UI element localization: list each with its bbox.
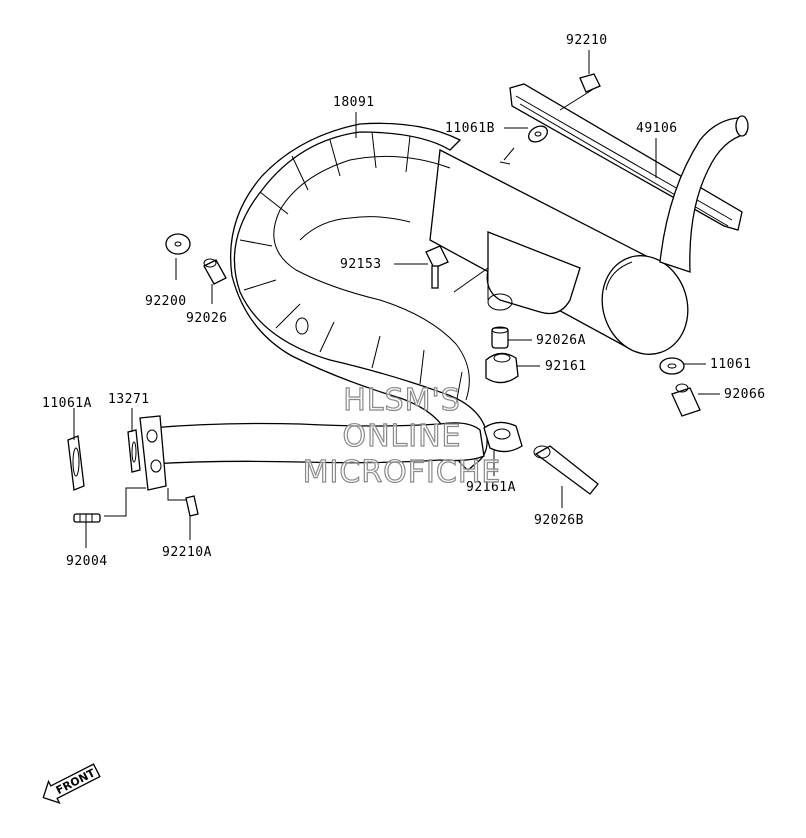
gasket-11061a xyxy=(67,435,85,491)
part-label-92161a: 92161A xyxy=(466,480,516,495)
plug-92066 xyxy=(671,383,701,417)
collar-92026a xyxy=(491,326,509,349)
part-label-92153: 92153 xyxy=(340,257,382,272)
gasket-13271 xyxy=(127,429,141,473)
grommet-92161 xyxy=(485,352,519,384)
washer-11061b xyxy=(528,125,548,143)
watermark-line-2: ONLINE xyxy=(342,419,461,454)
part-label-92004: 92004 xyxy=(66,554,108,569)
part-label-92200: 92200 xyxy=(145,294,187,309)
stud-92004 xyxy=(73,513,101,523)
washer-92200 xyxy=(165,233,191,255)
part-label-92026: 92026 xyxy=(186,311,228,326)
part-label-11061: 11061 xyxy=(710,357,752,372)
collar-92026 xyxy=(203,258,227,285)
part-label-92210: 92210 xyxy=(566,33,608,48)
watermark-line-1: HLSM'S xyxy=(343,383,461,418)
part-label-11061b: 11061B xyxy=(445,121,495,136)
watermark: HLSM'S ONLINE MICROFICHE xyxy=(302,382,502,490)
part-label-92026b: 92026B xyxy=(534,513,584,528)
part-label-11061a: 11061A xyxy=(42,396,92,411)
grommet-92161a xyxy=(483,421,523,453)
part-label-92066: 92066 xyxy=(724,387,766,402)
part-label-92210a: 92210A xyxy=(162,545,212,560)
head-pipe xyxy=(139,415,485,491)
nut-92210a xyxy=(185,495,199,517)
bolt-92153 xyxy=(425,245,449,289)
nut-92210 xyxy=(579,73,601,93)
washer-11061 xyxy=(659,357,685,375)
front-arrow-icon: FRONT xyxy=(42,763,101,804)
part-label-92161: 92161 xyxy=(545,359,587,374)
collar-92026b xyxy=(533,445,599,495)
part-label-49106: 49106 xyxy=(636,121,678,136)
part-label-13271: 13271 xyxy=(108,392,150,407)
part-label-18091: 18091 xyxy=(333,95,375,110)
leader-lines xyxy=(73,50,720,548)
watermark-line-3: MICROFICHE xyxy=(303,455,502,490)
muffler-body xyxy=(429,115,749,355)
part-label-92026a: 92026A xyxy=(536,333,586,348)
